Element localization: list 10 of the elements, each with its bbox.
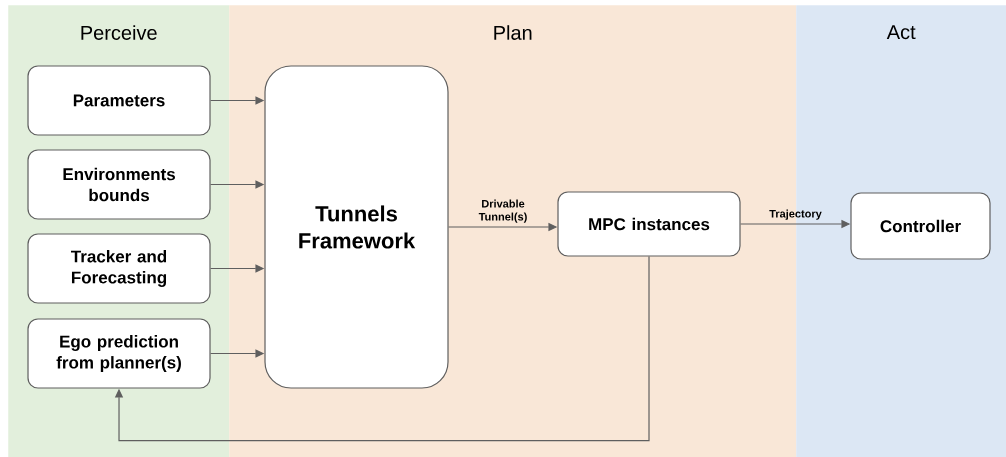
process-box: Controller	[850, 192, 991, 260]
edge-label: Trajectory	[769, 209, 822, 220]
process-box: Tunnels Framework	[264, 65, 449, 389]
process-box: Environments bounds	[27, 149, 211, 220]
process-box: Ego prediction from planner(s)	[27, 318, 211, 389]
edge-label: Drivable Tunnel(s)	[478, 199, 527, 223]
process-box: Tracker and Forecasting	[27, 233, 211, 304]
arrow	[114, 256, 650, 442]
process-box: Parameters	[27, 65, 211, 136]
process-box: MPC instances	[557, 191, 741, 257]
